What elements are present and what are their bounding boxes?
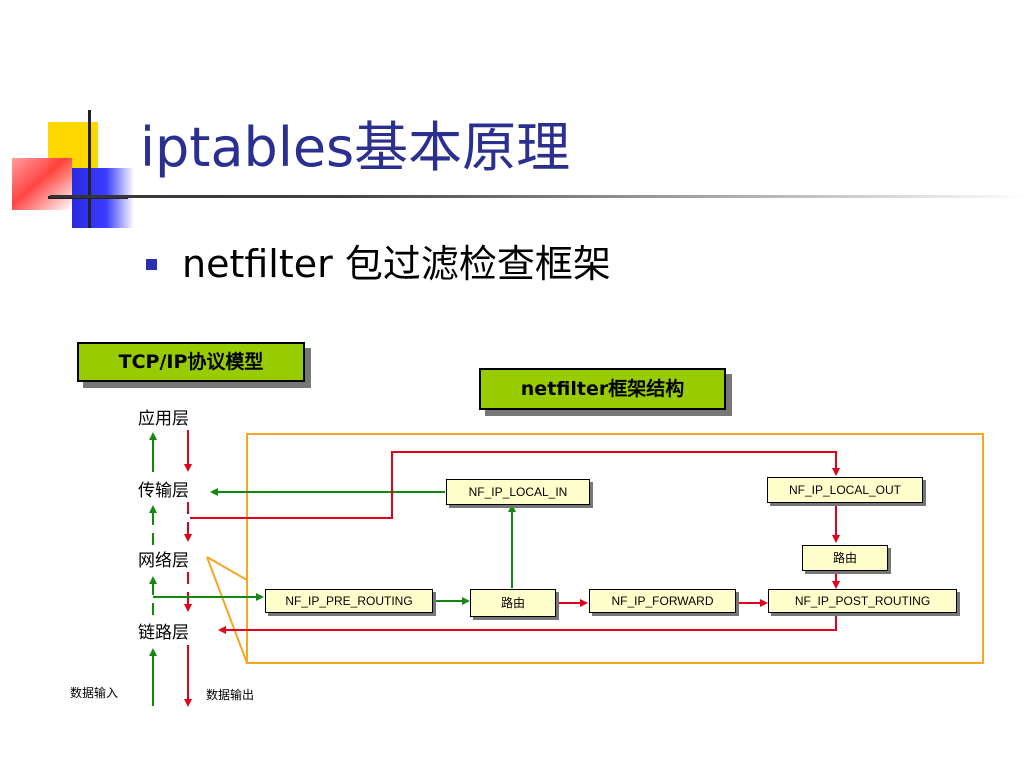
hook-pre-routing: NF_IP_PRE_ROUTING: [265, 589, 433, 613]
netfilter-frame: [246, 433, 984, 664]
route-in-box: 路由: [470, 589, 556, 617]
hook-forward: NF_IP_FORWARD: [589, 589, 736, 613]
hook-local-out: NF_IP_LOCAL_OUT: [767, 477, 923, 503]
netfilter-structure-label: netfilter框架结构: [479, 368, 726, 410]
tcpip-model-label: TCP/IP协议模型: [77, 342, 305, 382]
route-out-box: 路由: [802, 545, 888, 571]
layer-transport: 传输层: [138, 481, 189, 501]
layer-application: 应用层: [138, 409, 189, 429]
title-underline: [50, 195, 1024, 198]
layer-network: 网络层: [138, 551, 189, 571]
layer-link: 链路层: [138, 623, 189, 643]
hook-local-in: NF_IP_LOCAL_IN: [446, 479, 590, 505]
data-in-label: 数据输入: [70, 686, 119, 700]
bullet-text: netfilter 包过滤检查框架: [182, 242, 611, 286]
logo-decoration: [0, 100, 140, 230]
bullet-marker: [146, 259, 157, 270]
hook-post-routing: NF_IP_POST_ROUTING: [768, 589, 957, 613]
data-out-label: 数据输出: [206, 688, 255, 702]
slide-title: iptables基本原理: [140, 116, 571, 179]
